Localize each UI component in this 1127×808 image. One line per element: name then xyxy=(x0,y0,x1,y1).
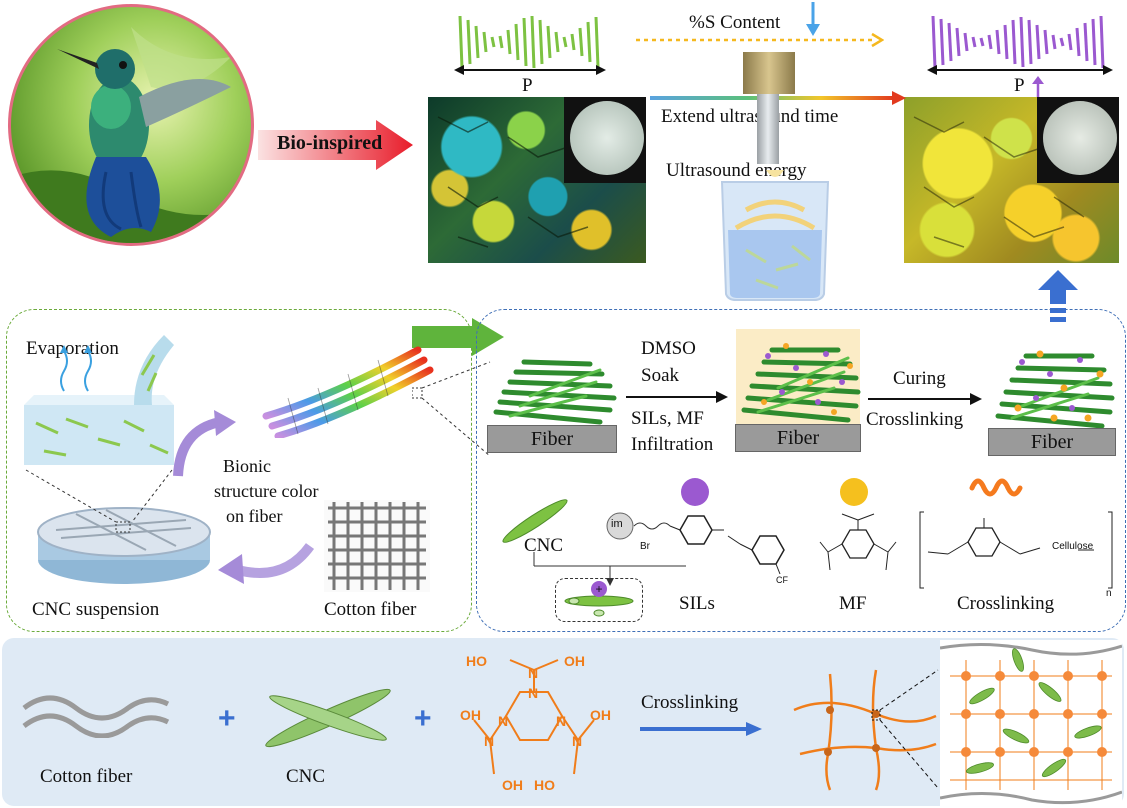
infiltration-label: Infiltration xyxy=(631,434,714,455)
svg-text:OH: OH xyxy=(590,707,611,723)
plus-1: + xyxy=(218,702,236,735)
cnc-cross-icon xyxy=(265,688,391,748)
helix-green-icon xyxy=(454,15,606,75)
bio-inspired-label: Bio-inspired xyxy=(277,132,383,154)
svg-text:+: + xyxy=(595,582,602,596)
helix-purple-icon xyxy=(927,15,1113,75)
panel-fabrication xyxy=(476,309,1126,632)
crosslinking-step-label: Crosslinking xyxy=(866,409,964,430)
svg-text:OH: OH xyxy=(502,777,523,793)
cnc-fiber-bundle-2 xyxy=(741,343,861,423)
svg-text:N: N xyxy=(556,713,566,729)
zoom-line-fiber xyxy=(412,361,491,457)
s-content-label: %S Content xyxy=(689,12,781,33)
cnc-fiber-bundle-3 xyxy=(995,350,1115,429)
svg-text:N: N xyxy=(528,685,538,701)
cotton-fiber-wave-icon xyxy=(22,695,170,738)
svg-text:N: N xyxy=(484,733,494,749)
svg-text:N: N xyxy=(498,713,508,729)
cnc-suspension-label: CNC suspension xyxy=(32,599,160,620)
panel-reaction xyxy=(2,638,1124,806)
evaporation-label: Evaporation xyxy=(26,338,119,359)
arrow-step-2 xyxy=(868,393,982,405)
svg-text:N: N xyxy=(572,733,582,749)
svg-text:N: N xyxy=(528,665,538,681)
mf-molecule xyxy=(819,513,897,571)
micrograph-short-time xyxy=(428,97,646,263)
bionic-label-2: structure color xyxy=(214,481,319,501)
ultrasound-probe-head xyxy=(743,52,795,94)
crosslink-molecule xyxy=(919,511,1113,589)
micrograph-long-time xyxy=(904,97,1119,263)
dmso-label: DMSO xyxy=(641,338,696,359)
sils-br-label: Br xyxy=(640,541,650,552)
pitch-right-label: P xyxy=(1014,75,1025,96)
sils-cf3-label: CF xyxy=(776,575,788,585)
petri-dish-icon xyxy=(37,507,211,584)
pitch-left-label: P xyxy=(522,75,533,96)
evaporation-film-icon xyxy=(24,335,174,465)
mf-label: MF xyxy=(839,593,867,614)
cotton-fiber-label-mid: Cotton fiber xyxy=(324,599,417,620)
arrow-step-1 xyxy=(626,391,728,403)
extend-time-label: Extend ultrasound time xyxy=(661,106,839,127)
inset-short-time xyxy=(564,97,646,183)
crosslinking-bottom-label: Crosslinking xyxy=(641,692,739,713)
cnc-rod-icon xyxy=(502,499,568,543)
purple-curved-arrow-up xyxy=(173,410,236,477)
beaker-icon xyxy=(720,170,830,301)
cnc-label-bottom: CNC xyxy=(286,766,326,787)
svg-text:HO: HO xyxy=(466,653,487,669)
cnc-label: CNC xyxy=(524,535,564,556)
polymer-n-label: n xyxy=(1106,588,1112,599)
cnc-fiber-bundle-1 xyxy=(493,359,617,425)
cotton-mesh-icon xyxy=(324,500,430,592)
sils-dot xyxy=(681,478,709,506)
pitch-increase-arrow-icon xyxy=(1032,76,1044,98)
bionic-label-3: on fiber xyxy=(226,506,283,526)
soak-label: Soak xyxy=(641,365,679,386)
purple-curved-arrow-left xyxy=(218,542,314,584)
ultrasound-probe-rod xyxy=(757,94,779,164)
bionic-label-1: Bionic xyxy=(223,456,271,476)
sils-mf-label: SILs, MF xyxy=(631,408,704,429)
svg-text:OH: OH xyxy=(460,707,481,723)
sils-label: SILs xyxy=(679,593,715,614)
cnc-sils-bracket xyxy=(533,552,686,586)
plus-2: + xyxy=(414,702,432,735)
curing-label: Curing xyxy=(893,368,946,389)
mf-dot xyxy=(840,478,868,506)
panel-bionic-process xyxy=(6,309,472,632)
s-content-dotted-arrow xyxy=(636,32,884,48)
cotton-fiber-label-bottom: Cotton fiber xyxy=(40,766,133,787)
bio-inspired-arrow xyxy=(258,120,413,170)
rainbow-woven-fiber-icon xyxy=(262,346,434,438)
hummingbird-photo xyxy=(8,4,254,246)
crosslinked-network-icon xyxy=(793,669,939,791)
sils-molecule xyxy=(606,512,785,575)
inset-long-time xyxy=(1037,97,1119,183)
cellulose-label: Cellulose xyxy=(1052,541,1094,552)
svg-text:OH: OH xyxy=(564,653,585,669)
sils-im-label: im xyxy=(611,518,623,530)
s-content-decrease-arrow-icon xyxy=(806,2,820,36)
fiber-bar-2: Fiber xyxy=(735,424,861,452)
fiber-bar-3: Fiber xyxy=(988,428,1116,456)
crosslinking-legend-label: Crosslinking xyxy=(957,593,1055,614)
fiber-bar-1: Fiber xyxy=(487,425,617,453)
svg-text:HO: HO xyxy=(534,777,555,793)
crosslinking-arrow xyxy=(640,722,762,736)
blue-up-arrow xyxy=(1038,270,1078,322)
cnc-sils-complex-box: + xyxy=(555,578,643,622)
zoomed-lattice-icon xyxy=(940,640,1122,806)
zoom-lines xyxy=(25,469,173,523)
crosslink-wave-icon xyxy=(969,478,1023,497)
